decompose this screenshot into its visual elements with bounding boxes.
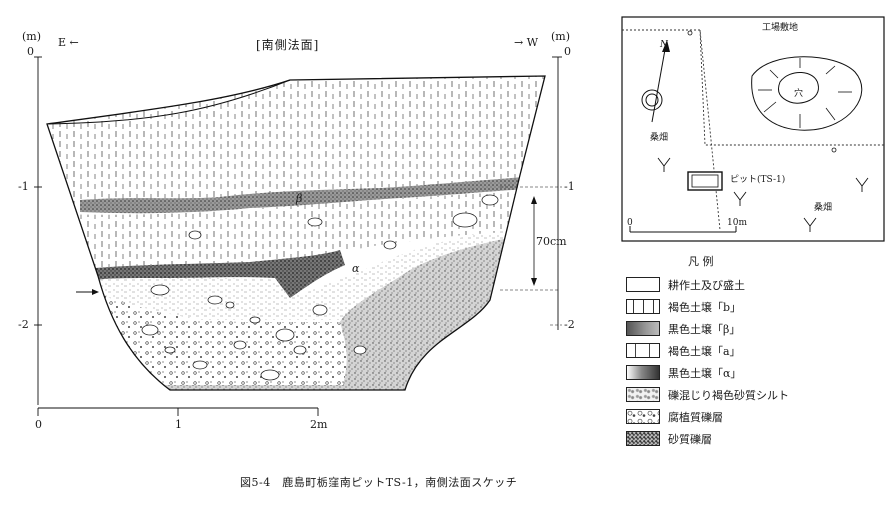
layer-alpha-label: α	[352, 262, 360, 275]
legend-swatch-brown-b	[626, 299, 660, 314]
legend-swatch-black-beta	[626, 321, 660, 336]
direction-west: → W	[514, 36, 539, 49]
map-north-label: N	[660, 40, 668, 50]
map-scale-end: 10m	[727, 218, 747, 228]
legend-label: 黒色土壌「α」	[668, 367, 742, 380]
depth-right-1: -1	[564, 180, 575, 193]
figure-caption: 図5-4 鹿島町栃窪南ピットTS-1，南側法面スケッチ	[240, 476, 518, 489]
legend-swatch-gravelly-silt	[626, 387, 660, 402]
depth-right-2: -2	[564, 318, 575, 331]
section-title: [南側法面]	[256, 38, 320, 52]
map-hole-label: 穴	[794, 89, 804, 99]
legend-label: 褐色土壌「b」	[668, 301, 742, 314]
scale-tick-0: 0	[35, 418, 42, 431]
scale-tick-2: 2m	[310, 418, 328, 431]
depth-left-0: 0	[27, 45, 34, 58]
map-scale-start: 0	[627, 218, 633, 228]
depth-right-0: 0	[564, 45, 571, 58]
legend-item: 黒色土壌「α」	[626, 364, 886, 382]
legend-swatch-humus-gravel	[626, 409, 660, 424]
map-factory-label: 工場敷地	[762, 23, 799, 33]
legend-item: 礫混じり褐色砂質シルト	[626, 386, 886, 404]
map-pit-label: ピット(TS-1)	[730, 175, 786, 185]
legend-label: 礫混じり褐色砂質シルト	[668, 389, 789, 402]
legend-item: 褐色土壌「b」	[626, 298, 886, 316]
legend-label: 黒色土壌「β」	[668, 323, 741, 336]
unit-right: (m)	[551, 30, 571, 43]
direction-east: E ←	[58, 36, 79, 49]
scale-tick-1: 1	[175, 418, 182, 431]
legend-swatch-black-alpha	[626, 365, 660, 380]
legend-item: 褐色土壌「a」	[626, 342, 886, 360]
map-mulberry-2: 桑畑	[814, 203, 833, 213]
legend-swatch-topsoil	[626, 277, 660, 292]
measure-70cm: 70cm	[536, 235, 567, 248]
legend-label: 褐色土壌「a」	[668, 345, 741, 358]
map-mulberry-1: 桑畑	[650, 133, 669, 143]
legend-title: 凡 例	[688, 255, 714, 268]
layer-beta-label: β	[296, 192, 303, 205]
legend-item: 砂質礫層	[626, 430, 886, 448]
legend-label: 耕作土及び盛土	[668, 279, 745, 292]
depth-left-2: -2	[18, 318, 29, 331]
unit-left: (m)	[22, 30, 42, 43]
legend-item: 腐植質礫層	[626, 408, 886, 426]
legend-label: 腐植質礫層	[668, 411, 723, 424]
legend-swatch-sandy-gravel	[626, 431, 660, 446]
legend-item: 耕作土及び盛土	[626, 276, 886, 294]
legend-swatch-brown-a	[626, 343, 660, 358]
legend-item: 黒色土壌「β」	[626, 320, 886, 338]
depth-left-1: -1	[18, 180, 29, 193]
legend-label: 砂質礫層	[668, 433, 712, 446]
location-map-frame	[621, 16, 885, 242]
